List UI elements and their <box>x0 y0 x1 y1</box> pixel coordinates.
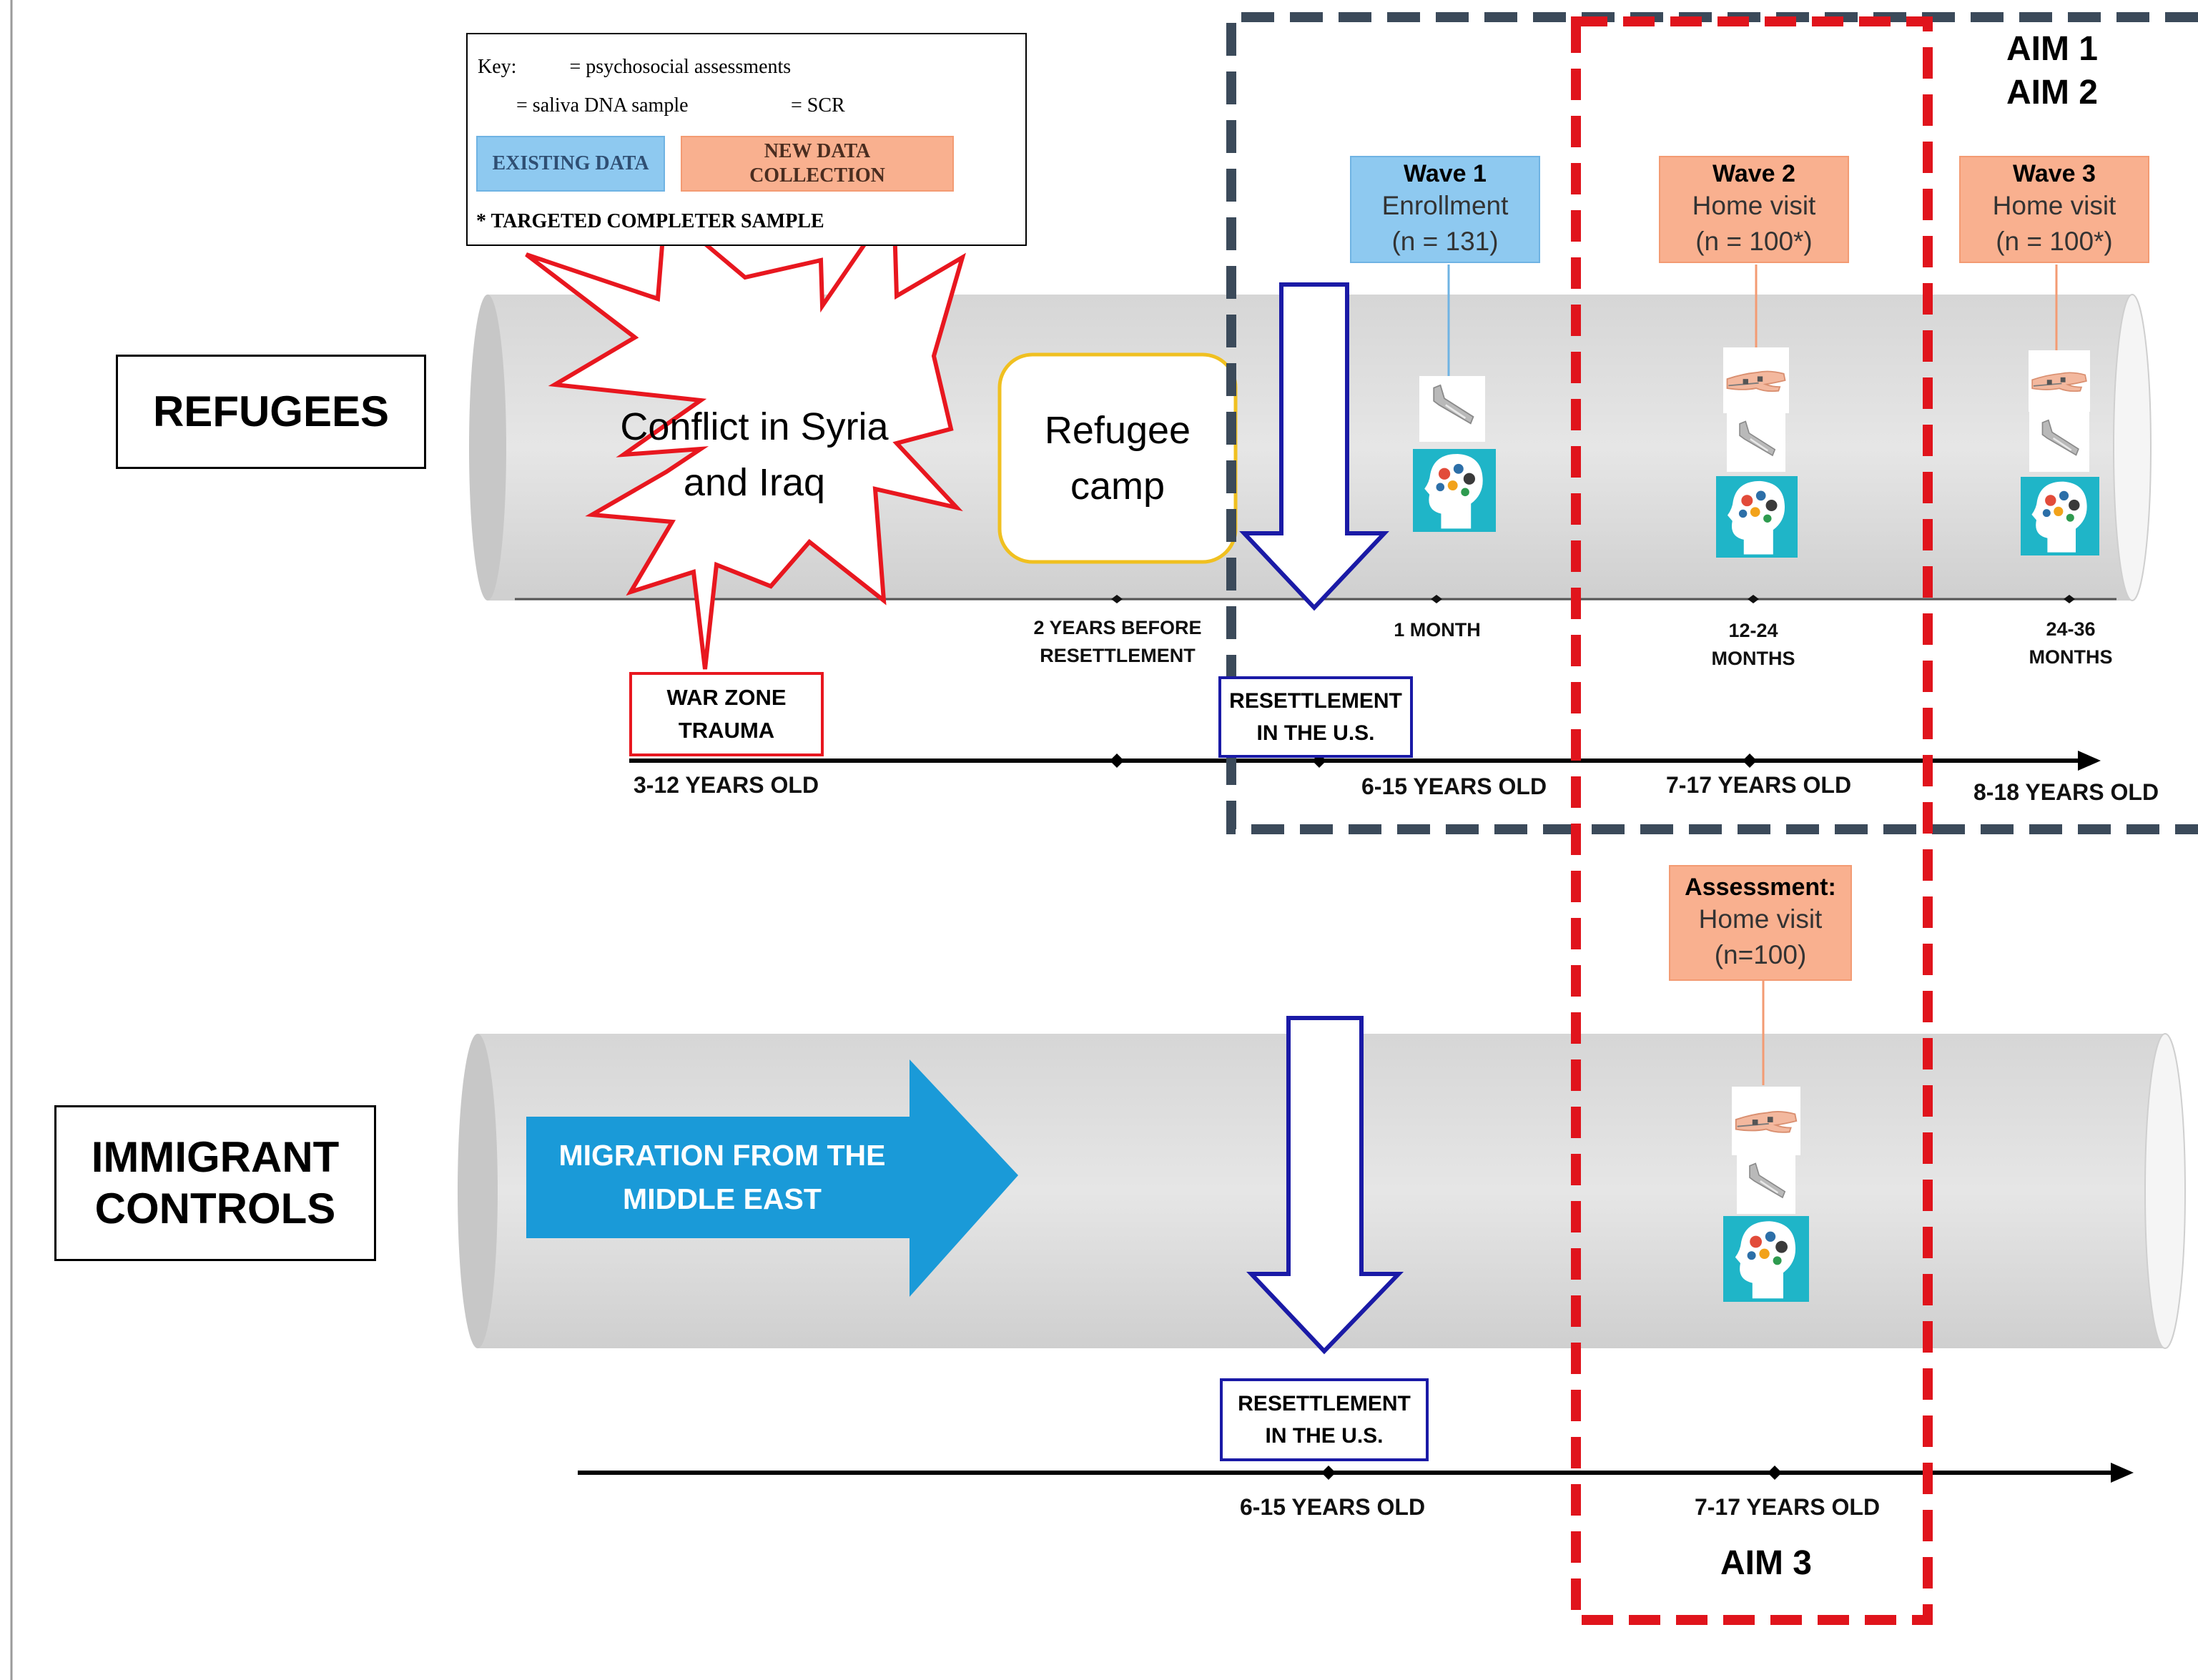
conflict-line1: Conflict in Syria <box>620 405 889 448</box>
scr-hand-icon <box>1722 347 1790 413</box>
assessment-line1: Home visit <box>1698 904 1823 934</box>
saliva-swab-icon <box>2028 412 2091 472</box>
scr-hand-icon <box>2027 350 2091 412</box>
key-new-data: NEW DATA COLLECTION <box>681 136 954 192</box>
refugees-label-text: REFUGEES <box>152 387 390 435</box>
age-7-17-immigrants: 7-17 YEARS OLD <box>1695 1494 1881 1520</box>
wave1-line1: Enrollment <box>1381 190 1509 220</box>
wave2-line1: Home visit <box>1692 190 1816 220</box>
age-7-17-refugees: 7-17 YEARS OLD <box>1666 772 1852 798</box>
war-zone-line2: TRAUMA <box>678 718 775 743</box>
resettlement-line1: RESETTLEMENT <box>1238 1392 1411 1415</box>
refugee-camp-text: Refugee camp <box>1000 355 1236 562</box>
tick-12-24-line1: 12-24 <box>1728 619 1778 641</box>
key-prefix: Key: <box>478 56 517 78</box>
tick-24-36-line1: 24-36 <box>2046 618 2096 640</box>
immigrant-line1: IMMIGRANT <box>91 1133 340 1181</box>
resettlement-arrow-immigrants <box>1246 1016 1404 1355</box>
key-existing-data: EXISTING DATA <box>476 136 665 192</box>
wave3-title: Wave 3 <box>2013 159 2096 187</box>
wave3-box: Wave 3 Home visit (n = 100*) <box>1959 156 2149 263</box>
age-6-15-immigrants: 6-15 YEARS OLD <box>1240 1494 1426 1520</box>
refugees-label: REFUGEES <box>116 355 426 469</box>
resettlement-box-immigrants: RESETTLEMENT IN THE U.S. <box>1220 1378 1429 1461</box>
war-zone-trauma-box: WAR ZONE TRAUMA <box>629 672 824 756</box>
key-saliva-label: = saliva DNA sample <box>516 94 689 117</box>
refugee-age-axis <box>629 751 2101 771</box>
wave1-box: Wave 1 Enrollment (n = 131) <box>1350 156 1540 263</box>
tick-2-years-before: 2 YEARS BEFORE RESETTLEMENT <box>1001 613 1234 671</box>
conflict-text: Conflict in Syria and Iraq <box>593 397 915 512</box>
war-zone-line1: WAR ZONE <box>666 684 787 710</box>
resettlement-line2: IN THE U.S. <box>1265 1424 1384 1448</box>
aim3-text: AIM 3 <box>1720 1544 1812 1583</box>
wave3-line2: (n = 100*) <box>1996 226 2113 256</box>
tick-before-line1: 2 YEARS BEFORE <box>1033 616 1202 638</box>
immigrant-line2: CONTROLS <box>94 1185 336 1232</box>
key-new-line2: COLLECTION <box>749 164 885 187</box>
assessment-title: Assessment: <box>1685 873 1836 901</box>
brain-icon <box>2021 477 2099 555</box>
migration-line2: MIDDLE EAST <box>623 1182 822 1215</box>
wave2-line2: (n = 100*) <box>1695 226 1813 256</box>
tick-1-month: 1 MONTH <box>1359 616 1516 645</box>
tick-1-month-text: 1 MONTH <box>1394 619 1481 641</box>
scr-hand-icon <box>1730 1087 1802 1155</box>
conflict-starburst <box>525 194 966 670</box>
key-scr-label: = SCR <box>791 94 845 117</box>
saliva-swab-icon <box>1418 376 1487 442</box>
aim1-text: AIM 1 <box>2006 29 2098 68</box>
age-6-15-refugees: 6-15 YEARS OLD <box>1361 774 1547 799</box>
key-psychosocial-row: Key: = psychosocial assessments <box>478 56 791 79</box>
immigrant-age-axis <box>578 1463 2134 1483</box>
saliva-swab-icon <box>1725 413 1787 472</box>
age-8-18-refugees: 8-18 YEARS OLD <box>1973 779 2159 805</box>
tick-12-24-line2: MONTHS <box>1711 648 1795 669</box>
assessment-line2: (n=100) <box>1714 939 1807 969</box>
wave2-title: Wave 2 <box>1712 159 1795 187</box>
camp-line2: camp <box>1070 465 1165 508</box>
key-psychosocial-label: = psychosocial assessments <box>569 56 792 78</box>
aim1-aim2-label: AIM 1 AIM 2 <box>1973 24 2131 117</box>
wave1-line2: (n = 131) <box>1391 226 1499 256</box>
resettlement-arrow-refugees <box>1239 282 1389 611</box>
aim3-label: AIM 3 <box>1702 1538 1830 1588</box>
age-3-12: 3-12 YEARS OLD <box>634 772 819 798</box>
resettlement-line2: IN THE U.S. <box>1256 721 1375 745</box>
saliva-swab-icon <box>1735 1155 1797 1214</box>
refugee-camp-box <box>997 352 1238 564</box>
resettlement-box-refugees: RESETTLEMENT IN THE U.S. <box>1218 676 1413 758</box>
key-existing-label: EXISTING DATA <box>492 152 649 174</box>
assessment-box: Assessment: Home visit (n=100) <box>1669 865 1852 981</box>
tick-12-24-months: 12-24 MONTHS <box>1695 616 1812 673</box>
aim1-aim2-region <box>1226 12 2198 834</box>
wave3-line1: Home visit <box>1992 190 2116 220</box>
migration-text: MIGRATION FROM THE MIDDLE EAST <box>529 1125 915 1230</box>
tick-24-36-line2: MONTHS <box>2029 646 2113 668</box>
camp-line1: Refugee <box>1044 408 1191 452</box>
key-box: Key: = psychosocial assessments = saliva… <box>466 33 1027 246</box>
immigrant-controls-label: IMMIGRANT CONTROLS <box>54 1105 376 1261</box>
aim2-text: AIM 2 <box>2006 74 2098 112</box>
tick-24-36-months: 24-36 MONTHS <box>2012 615 2129 672</box>
wave1-title: Wave 1 <box>1404 159 1487 187</box>
tick-before-line2: RESETTLEMENT <box>1040 645 1196 666</box>
key-targeted-note: * TARGETED COMPLETER SAMPLE <box>476 210 824 232</box>
resettlement-line1: RESETTLEMENT <box>1229 689 1402 713</box>
aim3-region <box>1571 16 1933 1625</box>
migration-line1: MIGRATION FROM THE <box>558 1139 886 1172</box>
migration-arrow <box>526 1059 1018 1297</box>
conflict-line2: and Iraq <box>683 461 826 504</box>
brain-icon <box>1716 476 1798 558</box>
key-new-line1: NEW DATA <box>764 140 871 163</box>
brain-icon <box>1723 1216 1809 1302</box>
wave2-box: Wave 2 Home visit (n = 100*) <box>1659 156 1849 263</box>
brain-icon <box>1413 449 1496 532</box>
